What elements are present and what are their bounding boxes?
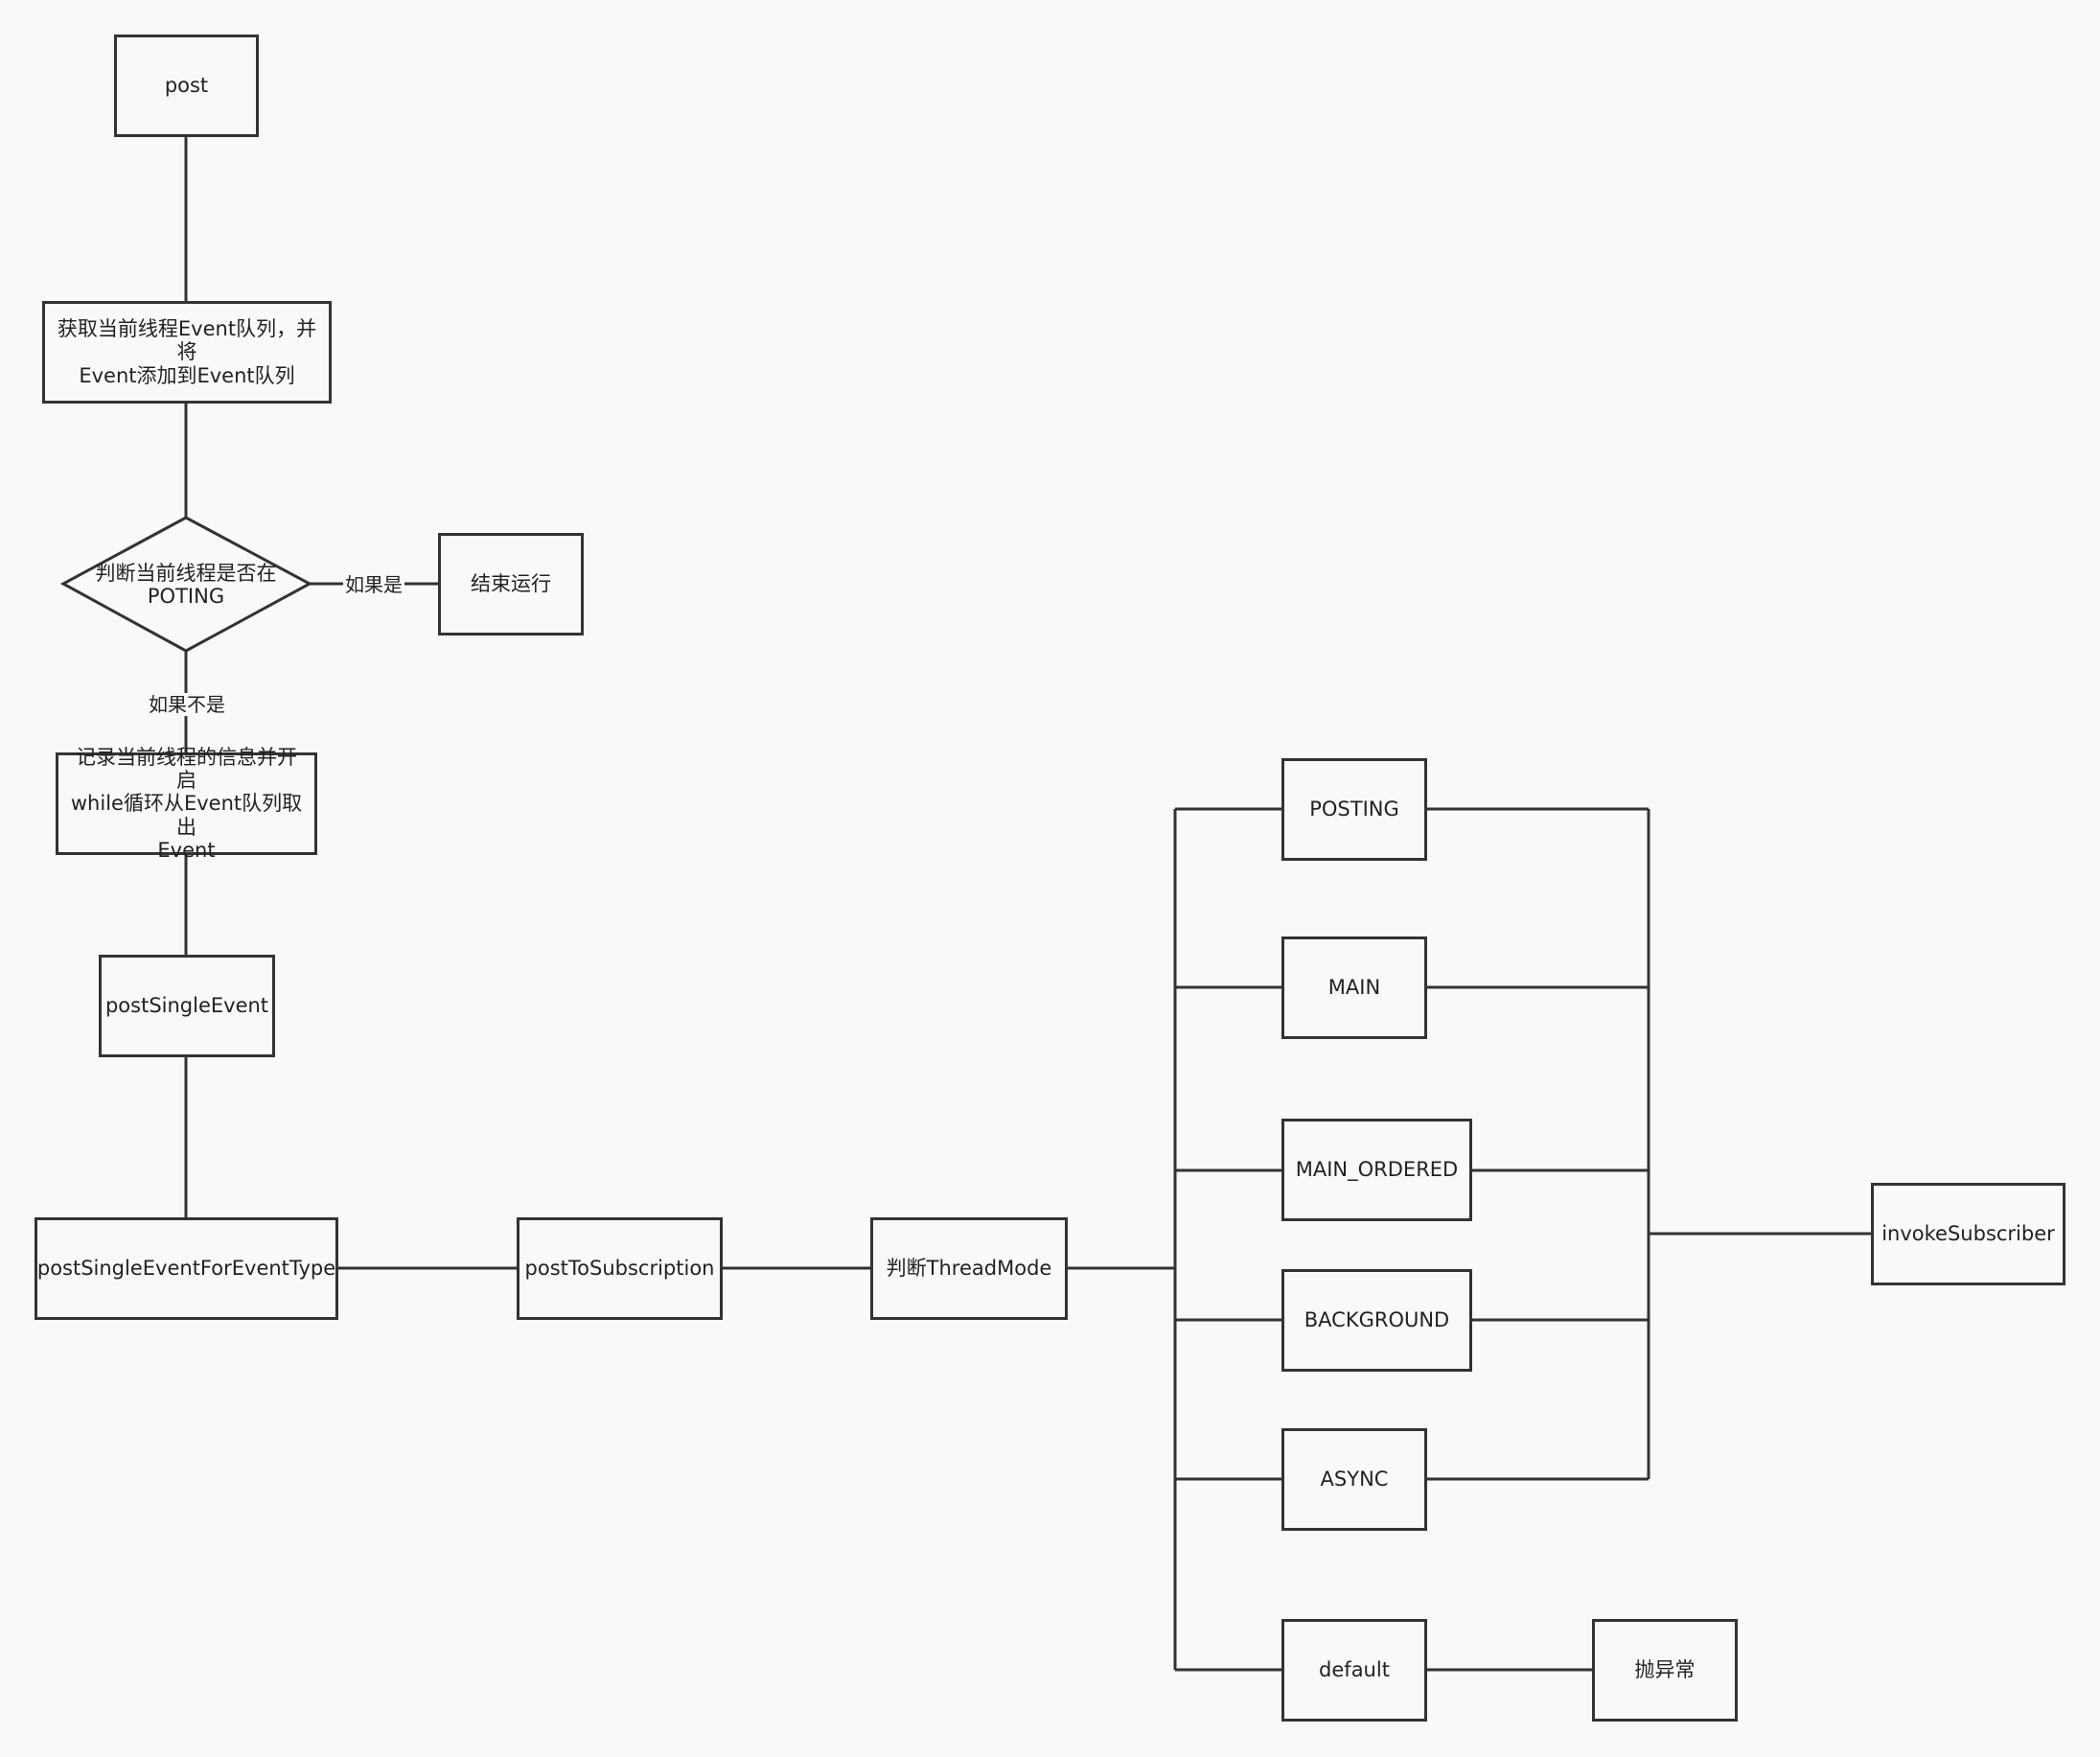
edge-label-if-yes-text: 如果是 (345, 573, 403, 596)
node-mode-background: BACKGROUND (1281, 1269, 1472, 1372)
node-throw-exception: 抛异常 (1592, 1619, 1738, 1722)
node-is-posting-label: 判断当前线程是否在 POTING (95, 561, 277, 608)
node-mode-main-ordered: MAIN_ORDERED (1281, 1119, 1472, 1221)
node-mode-main-ordered-label: MAIN_ORDERED (1295, 1158, 1459, 1182)
node-post-single-event: postSingleEvent (99, 955, 275, 1057)
node-get-queue-label: 获取当前线程Event队列，并将 Event添加到Event队列 (57, 317, 317, 387)
node-record-loop-label: 记录当前线程的信息并开启 while循环从Event队列取出 Event (70, 746, 303, 862)
node-post-to-subscription-label: postToSubscription (524, 1257, 715, 1281)
node-post: post (114, 35, 259, 137)
edge-label-if-not-text: 如果不是 (149, 693, 225, 716)
node-record-loop: 记录当前线程的信息并开启 while循环从Event队列取出 Event (56, 746, 317, 862)
node-post-label: post (164, 74, 209, 98)
node-mode-async: ASYNC (1281, 1428, 1427, 1531)
node-mode-default: default (1281, 1619, 1427, 1722)
node-post-to-subscription: postToSubscription (517, 1217, 723, 1320)
node-mode-posting-label: POSTING (1309, 798, 1399, 821)
node-end-run-label: 结束运行 (471, 572, 551, 596)
node-post-single-event-for-type-label: postSingleEventForEventType (36, 1257, 336, 1281)
edge-label-if-not: 如果不是 (147, 693, 227, 716)
node-mode-main: MAIN (1281, 936, 1427, 1039)
node-mode-default-label: default (1319, 1658, 1390, 1682)
edge-label-if-yes: 如果是 (343, 573, 404, 596)
node-post-single-event-label: postSingleEvent (104, 994, 269, 1018)
node-mode-main-label: MAIN (1327, 976, 1381, 1000)
decision-diamond-shape (59, 516, 313, 653)
node-mode-background-label: BACKGROUND (1304, 1308, 1450, 1332)
node-post-single-event-for-type: postSingleEventForEventType (35, 1217, 338, 1320)
node-mode-async-label: ASYNC (1320, 1468, 1389, 1491)
node-invoke-subscriber-label: invokeSubscriber (1881, 1222, 2055, 1246)
node-end-run: 结束运行 (438, 533, 584, 636)
node-get-queue: 获取当前线程Event队列，并将 Event添加到Event队列 (42, 301, 332, 404)
node-mode-posting: POSTING (1281, 758, 1427, 861)
node-invoke-subscriber: invokeSubscriber (1871, 1183, 2065, 1285)
node-judge-thread-mode-label: 判断ThreadMode (886, 1257, 1052, 1281)
node-throw-exception-label: 抛异常 (1634, 1658, 1696, 1682)
node-is-posting: 判断当前线程是否在 POTING (82, 546, 289, 623)
node-judge-thread-mode: 判断ThreadMode (870, 1217, 1068, 1320)
